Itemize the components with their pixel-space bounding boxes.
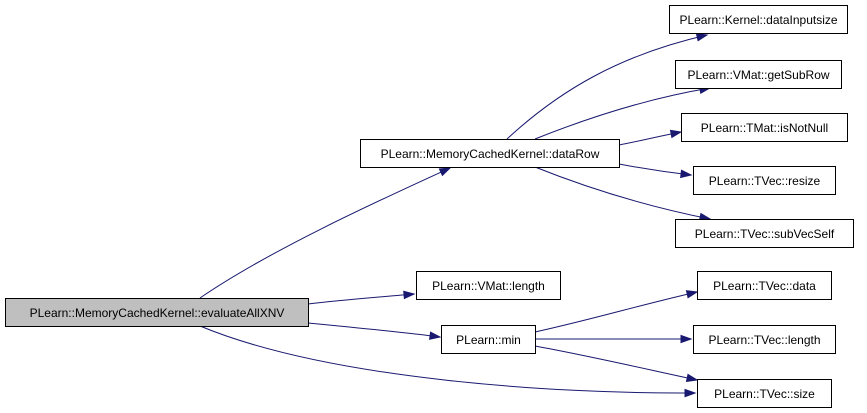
edge-min-to-tvecData [534,291,698,333]
node-resize[interactable]: PLearn::TVec::resize [693,166,836,195]
node-box [675,60,842,89]
node-label: PLearn::MemoryCachedKernel::dataRow [381,147,600,161]
node-label: PLearn::VMat::getSubRow [687,68,829,82]
node-label: PLearn::TVec::length [708,333,820,347]
node-box [675,219,854,248]
arrowhead-evaluate-to-dataRow [438,167,452,177]
edge-min-to-tvecSize [534,345,698,381]
arrowhead-min-to-tvecData [685,290,699,299]
node-label: PLearn::TMat::isNotNull [701,121,828,135]
node-box [693,325,836,354]
edge-evaluate-to-vmatLength [307,293,415,305]
node-label: PLearn::TVec::resize [709,174,821,188]
call-graph-nodes: PLearn::MemoryCachedKernel::evaluateAllX… [5,5,854,408]
node-box [697,379,832,408]
node-dataInputsize[interactable]: PLearn::Kernel::dataInputsize [669,5,848,34]
arrowhead-evaluate-to-min [429,331,442,340]
node-tvecSize[interactable]: PLearn::TVec::size [697,379,832,408]
node-box [681,113,848,142]
node-label: PLearn::MemoryCachedKernel::evaluateAllX… [30,306,285,320]
edge-dataRow-to-subVecSelf [534,166,711,220]
node-box [360,139,620,168]
node-box [441,325,536,354]
edge-dataRow-to-dataInputsize [506,34,708,140]
arrowhead-min-to-tvecLength [680,334,693,344]
edge-dataRow-to-resize [618,163,692,176]
node-tvecLength[interactable]: PLearn::TVec::length [693,325,836,354]
node-vmatLength[interactable]: PLearn::VMat::length [416,271,561,300]
edge-evaluate-to-dataRow [199,167,451,299]
arrowhead-min-to-tvecSize [685,373,699,383]
node-label: PLearn::TVec::subVecSelf [695,227,835,241]
node-box [697,271,832,300]
node-dataRow[interactable]: PLearn::MemoryCachedKernel::dataRow [360,139,620,168]
arrowhead-dataRow-to-resize [680,169,693,179]
node-box [669,5,848,34]
edge-evaluate-to-min [307,322,441,338]
arrowhead-evaluate-to-vmatLength [403,290,416,300]
node-box [693,166,836,195]
node-label: PLearn::TVec::data [713,279,816,293]
node-evaluate[interactable]: PLearn::MemoryCachedKernel::evaluateAllX… [5,298,309,327]
node-box [416,271,561,300]
node-subVecSelf[interactable]: PLearn::TVec::subVecSelf [675,219,854,248]
node-isNotNull[interactable]: PLearn::TMat::isNotNull [681,113,848,142]
node-box [5,298,309,327]
node-getSubRow[interactable]: PLearn::VMat::getSubRow [675,60,842,89]
call-graph-edges [199,33,712,398]
edge-dataRow-to-getSubRow [534,87,711,140]
node-min[interactable]: PLearn::min [441,325,536,354]
node-label: PLearn::TVec::size [714,387,815,401]
arrowhead-dataRow-to-isNotNull [669,129,683,139]
node-tvecData[interactable]: PLearn::TVec::data [697,271,832,300]
edge-evaluate-to-tvecSize [199,325,696,394]
node-label: PLearn::min [456,333,521,347]
node-label: PLearn::VMat::length [432,279,545,293]
arrowhead-evaluate-to-tvecSize [684,388,697,398]
node-label: PLearn::Kernel::dataInputsize [679,13,837,27]
arrowhead-dataRow-to-dataInputsize [695,33,709,42]
